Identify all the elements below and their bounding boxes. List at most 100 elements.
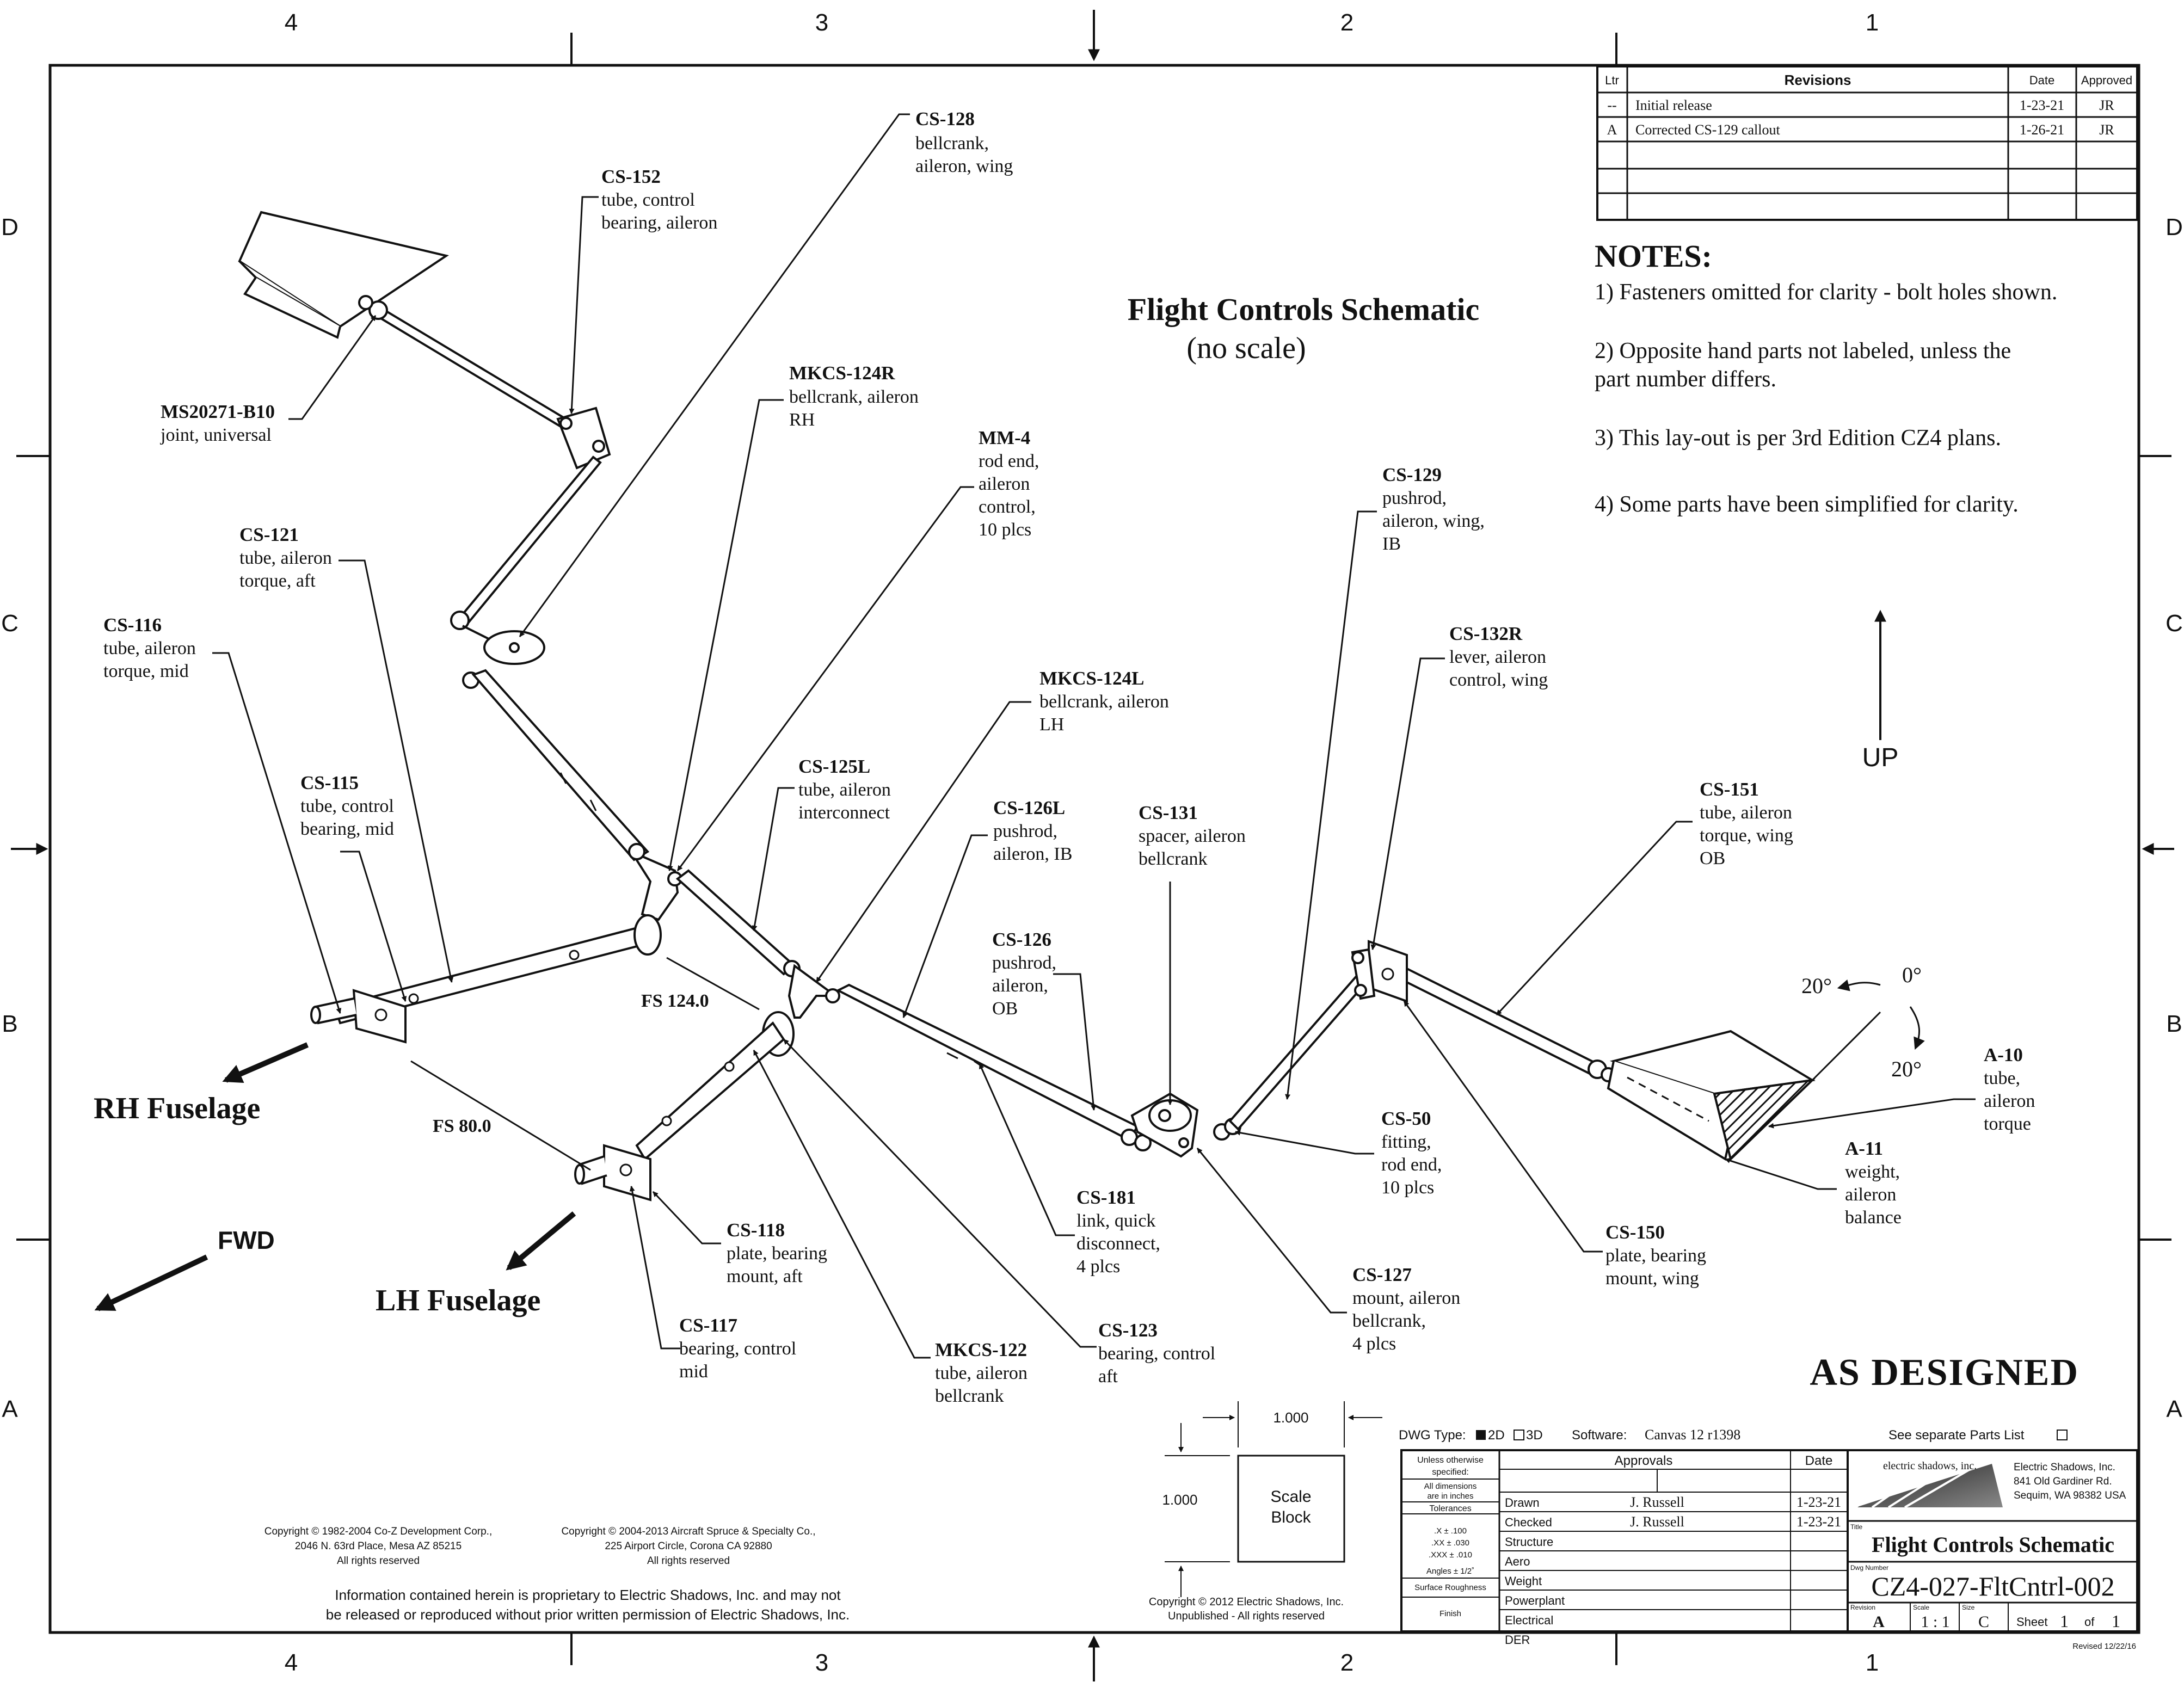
- approvals-header: Approvals: [1615, 1453, 1673, 1468]
- callout-cs151-line3: OB: [1700, 848, 1725, 868]
- aileron-balance-weight: [1713, 1079, 1816, 1161]
- sheet-value: 1: [2060, 1611, 2069, 1631]
- callout-mkcs122-title: MKCS-122: [935, 1339, 1027, 1360]
- callout-cs152-line1: tube, control: [601, 190, 695, 210]
- approval-role: Structure: [1505, 1535, 1553, 1549]
- tolerances-label: Tolerances: [1429, 1504, 1471, 1513]
- callout-cs117-line2: mid: [679, 1362, 708, 1382]
- zone-col-2-top: 2: [1340, 9, 1354, 36]
- centering-arrows: [11, 10, 2174, 1681]
- callout-cs121-line2: torque, aft: [239, 571, 316, 591]
- callout-cs123-line2: aft: [1098, 1366, 1118, 1387]
- callout-mkcs124r-title: MKCS-124R: [789, 362, 895, 384]
- dwg-3d-checkbox: [1514, 1430, 1524, 1440]
- callout-cs127-title: CS-127: [1352, 1264, 1412, 1285]
- callout-a10-line2: aileron: [1984, 1091, 2035, 1111]
- revision-label: Revision: [1850, 1604, 1875, 1611]
- sheet-border: [48, 64, 2140, 1634]
- fs124-label: FS 124.0: [641, 991, 709, 1011]
- callout-a11-line2: aileron: [1845, 1185, 1896, 1205]
- callout-cs127-line1: mount, aileron: [1352, 1288, 1460, 1308]
- zone-row-c-left: C: [1, 610, 19, 637]
- lh-aileron: [1607, 1030, 1816, 1161]
- scale-height-dim: 1.000: [1162, 1492, 1197, 1508]
- callout-mm4-line4: 10 plcs: [979, 520, 1031, 540]
- zone-col-4-top: 4: [285, 9, 298, 36]
- revisions-table: Ltr Revisions Date Approved -- Initial r…: [1596, 65, 2138, 221]
- note-2: 2) Opposite hand parts not labeled, unle…: [1595, 338, 2011, 364]
- callout-cs127-line3: 4 plcs: [1352, 1334, 1396, 1354]
- callout-cs126-title: CS-126: [992, 929, 1051, 950]
- callout-mm4-line2: aileron: [979, 474, 1030, 494]
- callout-cs150-line2: mount, wing: [1605, 1268, 1699, 1289]
- callout-cs115-line2: bearing, mid: [300, 819, 394, 839]
- company-logo: electric shadows, inc.: [1855, 1460, 2003, 1508]
- approval-role: Aero: [1505, 1555, 1530, 1568]
- aileron-torque-tube-rh: [370, 303, 568, 429]
- callout-cs125l-title: CS-125L: [798, 756, 870, 777]
- dwg-2d-label: 2D: [1488, 1428, 1505, 1443]
- callout-cs116-title: CS-116: [103, 614, 162, 636]
- rh-fuselage-label: RH Fuselage: [94, 1092, 260, 1125]
- callout-cs128-line1: bellcrank,: [915, 133, 989, 153]
- callout-cs116-line1: tube, aileron: [103, 638, 196, 658]
- title-block: DWG Type: 2D 3D Software: Canvas 12 r139…: [1399, 1427, 2138, 1632]
- acs-copyright-1: Copyright © 2004-2013 Aircraft Spruce & …: [561, 1526, 815, 1537]
- callout-mkcs124r-line2: RH: [789, 410, 815, 430]
- callout-cs116-line2: torque, mid: [103, 661, 189, 681]
- note-4: 4) Some parts have been simplified for c…: [1595, 492, 2019, 517]
- rev-row-2-desc: Corrected CS-129 callout: [1635, 122, 1780, 138]
- rev-header-ltr: Ltr: [1605, 73, 1619, 87]
- dwg-number-value: CZ4-027-FltCntrl-002: [1871, 1571, 2114, 1601]
- tol-xxx: .XXX ± .010: [1429, 1550, 1472, 1560]
- dwg-type-label: DWG Type:: [1399, 1428, 1466, 1443]
- rev-row-2-ltr: A: [1607, 122, 1617, 138]
- callout-cs132r-line1: lever, aileron: [1449, 647, 1546, 667]
- callout-cs126l-title: CS-126L: [993, 797, 1065, 818]
- tol-x: .X ± .100: [1434, 1526, 1467, 1536]
- zone-col-1-top: 1: [1866, 9, 1879, 36]
- callout-mm4-title: MM-4: [979, 427, 1030, 448]
- coz-copyright-3: All rights reserved: [337, 1555, 420, 1567]
- company-logo-text: electric shadows, inc.: [1883, 1460, 1977, 1472]
- callout-cs131-line1: spacer, aileron: [1139, 826, 1246, 846]
- callout-cs150-line1: plate, bearing: [1605, 1246, 1706, 1266]
- fwd-label: FWD: [218, 1226, 275, 1254]
- zone-col-3-bottom: 3: [815, 1649, 828, 1676]
- cs125l-tube: [675, 869, 797, 976]
- zone-col-4-bottom: 4: [285, 1649, 298, 1676]
- cs125r-tube: [471, 669, 650, 861]
- title-field-value: Flight Controls Schematic: [1872, 1532, 2114, 1557]
- scale-copyright-2: Unpublished - All rights reserved: [1168, 1610, 1325, 1622]
- revision-value: A: [1873, 1613, 1885, 1631]
- rev-header-date: Date: [2029, 73, 2054, 87]
- callout-cs152-title: CS-152: [601, 166, 661, 187]
- callout-mkcs124r-line1: bellcrank, aileron: [789, 387, 919, 407]
- rev-header-approved: Approved: [2081, 73, 2132, 87]
- lh-fuselage-label: LH Fuselage: [376, 1284, 540, 1317]
- callout-cs125l-line2: interconnect: [798, 803, 890, 823]
- callout-mm4-line3: control,: [979, 497, 1036, 517]
- callout-cs118-line1: plate, bearing: [727, 1243, 827, 1264]
- coz-copyright-2: 2046 N. 63rd Place, Mesa AZ 85215: [295, 1541, 462, 1552]
- proprietary-line-1: Information contained herein is propriet…: [335, 1587, 841, 1603]
- rev-row-1-date: 1-23-21: [2020, 97, 2064, 113]
- callout-cs151-line1: tube, aileron: [1700, 803, 1792, 823]
- cs151-torque-tube: [1406, 966, 1599, 1076]
- fwd-arrow: [94, 1254, 208, 1311]
- zone-row-d-right: D: [2165, 214, 2183, 241]
- note-2-cont: part number differs.: [1595, 367, 1776, 392]
- approval-role: Drawn: [1505, 1496, 1540, 1510]
- approval-name: J. Russell: [1630, 1494, 1684, 1510]
- callouts: CS-128 bellcrank, aileron, wing CS-152 t…: [103, 108, 2035, 1406]
- callout-cs126l-line1: pushrod,: [993, 821, 1057, 841]
- zone-row-c-right: C: [2165, 610, 2183, 637]
- up-label: UP: [1862, 743, 1899, 772]
- notes-block: NOTES: 1) Fasteners omitted for clarity …: [1595, 238, 2057, 517]
- rh-fuselage-arrow: [222, 1042, 309, 1083]
- rev-row-1-ltr: --: [1607, 97, 1616, 113]
- rev-row-1-approved: JR: [2099, 97, 2114, 113]
- of-label: of: [2084, 1615, 2095, 1629]
- software-label: Software:: [1572, 1428, 1627, 1443]
